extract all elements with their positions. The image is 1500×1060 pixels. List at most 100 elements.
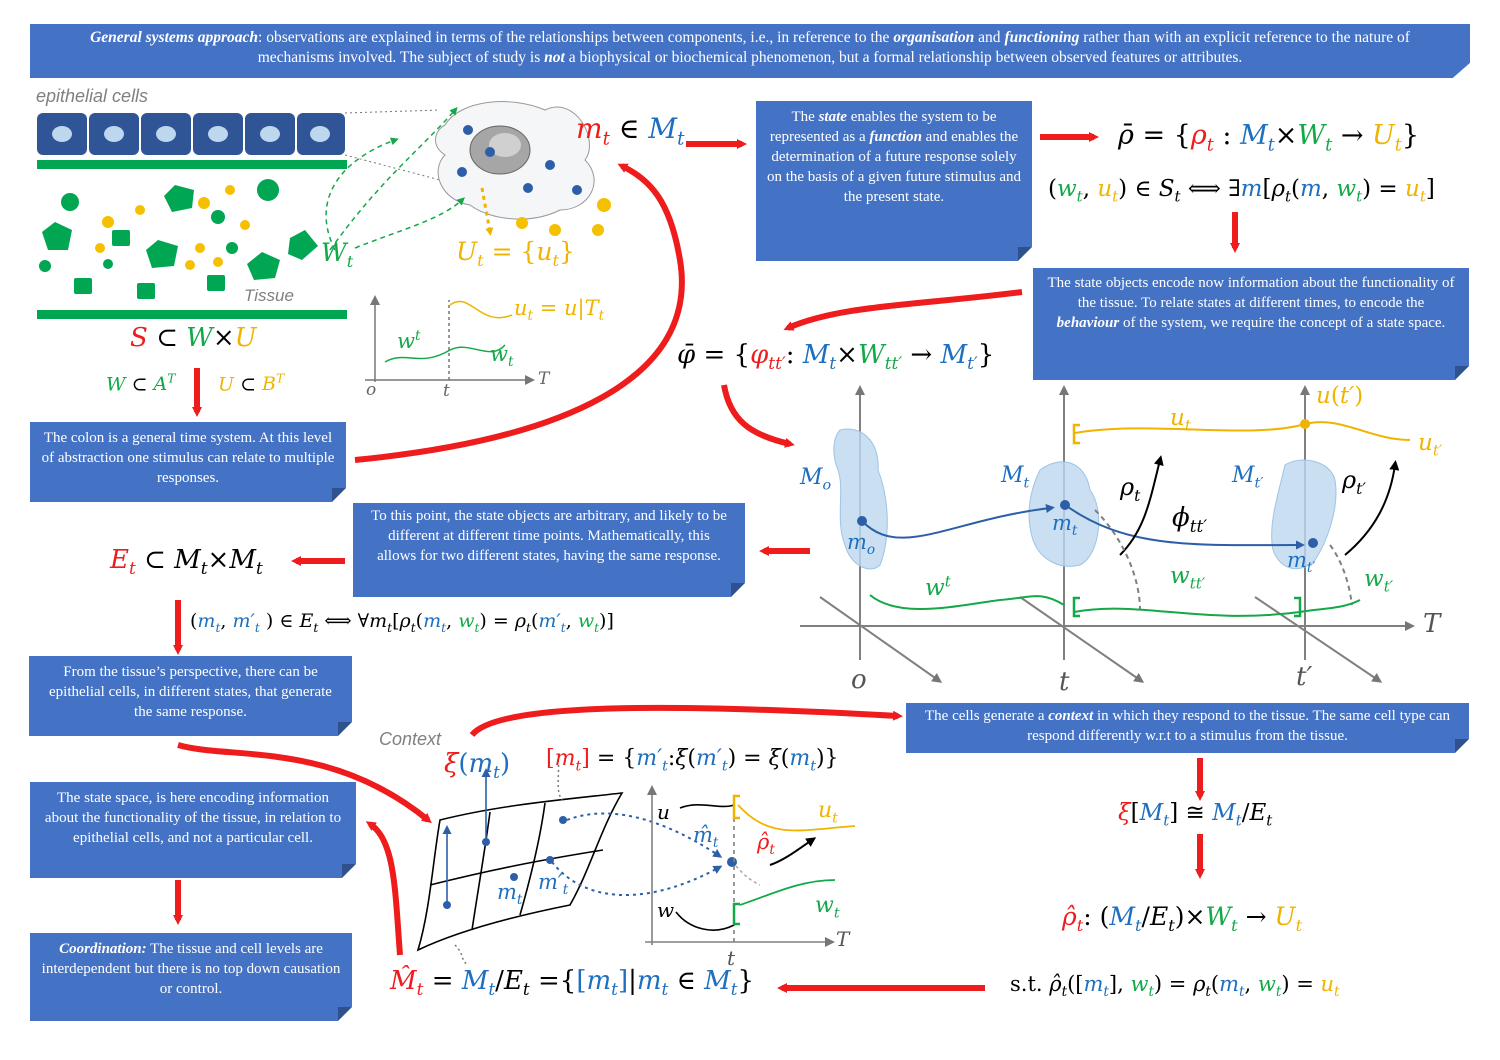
label-rho-t: ρt	[1120, 473, 1141, 505]
Et-formula: Et ⊂ Mt×Mt	[110, 545, 263, 579]
tissue-label: Tissue	[244, 286, 294, 305]
context-box-context: context	[1048, 708, 1094, 724]
label-Mo: Mo	[800, 465, 832, 494]
state-box: The state enables the system to be repre…	[756, 101, 1032, 261]
ctx-t: t	[727, 946, 736, 970]
header-organisation: organisation	[893, 29, 975, 46]
label-Mtp: Mt′	[1232, 463, 1264, 492]
coordination-box: Coordination: The tissue and cell levels…	[30, 933, 352, 1021]
label-wt-sup: wt	[925, 572, 951, 601]
header-text-1: : observations are explained in terms of…	[258, 29, 894, 46]
exists-symbol: ∃	[1228, 176, 1241, 202]
tissue-yellow-particles	[95, 185, 250, 270]
S-subset: S ⊂ W×U	[130, 323, 257, 353]
label-rho-tp: ρt′	[1342, 466, 1366, 498]
Mt-hat-formula: M̂t = Mt/Et ={[mt]|mt ∈ Mt}	[390, 966, 755, 1000]
state-box-state: state	[818, 109, 847, 125]
state-objects-pre: The state objects encode now information…	[1047, 275, 1455, 311]
header-functioning: functioning	[1004, 29, 1080, 46]
W-subset: W ⊂ AT	[106, 372, 176, 396]
small-wt-sub: wt	[490, 342, 514, 371]
ctx-wt: wt	[815, 893, 840, 922]
context-manifold	[416, 792, 624, 952]
header-title: General systems approach	[90, 29, 259, 46]
ctx-rho-hat: ρ̂t	[757, 830, 775, 859]
state-box-function: function	[869, 129, 922, 145]
perspective-box: From the tissue’s perspective, there can…	[29, 656, 352, 736]
ctx-w: w	[657, 898, 675, 922]
label-wttp: wtt′	[1170, 563, 1206, 593]
small-time-axis	[365, 295, 535, 385]
ctx-u: u	[657, 800, 670, 824]
header-not: not	[544, 49, 565, 66]
label-ut: ut	[1170, 405, 1191, 435]
small-wt-sup: wt	[397, 328, 421, 353]
red-arrows	[173, 132, 1240, 993]
forall-symbol: ∀	[357, 610, 370, 632]
Wt-label: Wt	[321, 238, 354, 271]
state-box-pre: The	[791, 109, 819, 125]
label-Mt: Mt	[1001, 463, 1030, 492]
U-subset: U ⊂ BT	[218, 372, 285, 396]
ctx-T: T	[836, 927, 850, 951]
header-text-2: rather than with an explicit reference t…	[257, 29, 1410, 66]
label-utp: ut′	[1418, 430, 1443, 460]
coordination-text: The tissue and cell levels are interdepe…	[41, 941, 341, 997]
iff-2: ⟺	[324, 610, 352, 632]
label-wtp: wt′	[1364, 566, 1394, 596]
state-objects-box: The state objects encode now information…	[1033, 268, 1469, 380]
xi-Mt-formula: ξ[Mt] ≅ Mt/Et	[1118, 800, 1273, 830]
statespace-box-text: The state space, is here encoding inform…	[44, 790, 342, 846]
tissue-particles	[39, 179, 318, 299]
phi-bar-formula: φ̄ = {φtt′: Mt×Wtt′ → Mt′}	[677, 340, 995, 374]
small-axis-t: t	[443, 381, 450, 401]
rho-bar-formula: ρ̄ = {ρt : Mt×Wt → Ut}	[1118, 120, 1420, 156]
perspective-box-text: From the tissue’s perspective, there can…	[49, 664, 332, 720]
context-box-pre: The cells generate a	[925, 708, 1049, 724]
context-label: Context	[379, 729, 442, 749]
small-axis-T: T	[538, 369, 550, 389]
label-phi-ttp: ϕtt′	[1172, 503, 1208, 537]
small-ut-label: ut = u|Tt	[514, 296, 605, 325]
epithelial-cells-label: epithelial cells	[36, 86, 149, 106]
colon-box: The colon is a general time system. At t…	[30, 422, 346, 502]
such-that-formula: s.t. ρ̂t([mt], wt) = ρt(mt, wt) = ut	[1010, 972, 1340, 1001]
epithelial-cells-row	[37, 113, 345, 155]
big-axis-o: o	[851, 665, 867, 695]
big-axis-tp: t′	[1296, 662, 1313, 692]
ctx-ut: ut	[818, 798, 838, 827]
small-axis-o: o	[366, 380, 377, 400]
label-mtp: mt′	[1287, 548, 1316, 577]
big-axis-t: t	[1059, 667, 1070, 697]
equivalence-class-formula: [mt] = {m′t:ξ(m′t) = ξ(mt)}	[546, 746, 839, 775]
big-axis-T: T	[1423, 609, 1441, 639]
state-condition-formula: (wt, ut) ∈ St ⟺ ∃m[ρt(m, wt) = ut]	[1048, 176, 1435, 206]
state-box-post: and enables the determination of a futur…	[766, 129, 1022, 205]
arbitrary-box: To this point, the state objects are arb…	[353, 503, 745, 597]
statespace-box: The state space, is here encoding inform…	[30, 782, 356, 878]
Et-condition-formula: (mt, m′t ) ∈ Et ⟺ ∀mt[ρt(mt, wt) = ρt(m′…	[190, 610, 614, 635]
Ut-label: Ut = {ut}	[456, 237, 575, 270]
st-text: s.t.	[1010, 972, 1043, 996]
header-text-3: a biophysical or biochemical phenomenon,…	[564, 49, 1243, 66]
state-objects-post: of the system, we require the concept of…	[1119, 315, 1446, 331]
iff-1: ⟺	[1187, 176, 1221, 202]
label-mo: mo	[847, 530, 876, 559]
xi-mt: ξ(mt)	[444, 749, 511, 783]
label-mt: mt	[1052, 511, 1078, 540]
ctx-mt-hat: m̂t	[693, 823, 719, 852]
state-objects-behaviour: behaviour	[1056, 315, 1120, 331]
header-banner: General systems approach: observations a…	[30, 24, 1470, 78]
label-u-tprime: u(t′)	[1316, 383, 1364, 409]
state-blobs	[833, 428, 1337, 570]
rho-hat-formula: ρ̂t: (Mt/Et)×Wt → Ut	[1062, 902, 1303, 935]
ctx-mt: mt	[497, 880, 523, 909]
arbitrary-box-text: To this point, the state objects are arb…	[371, 508, 727, 564]
header-and: and	[974, 29, 1005, 46]
ctx-mtp: m′t	[538, 870, 569, 899]
colon-box-text: The colon is a general time system. At t…	[41, 430, 335, 486]
mt-in-Mt: mt ∈ Mt	[576, 112, 685, 150]
context-box-post: in which they respond to the tissue. The…	[1027, 708, 1450, 744]
context-box: The cells generate a context in which th…	[906, 703, 1469, 753]
